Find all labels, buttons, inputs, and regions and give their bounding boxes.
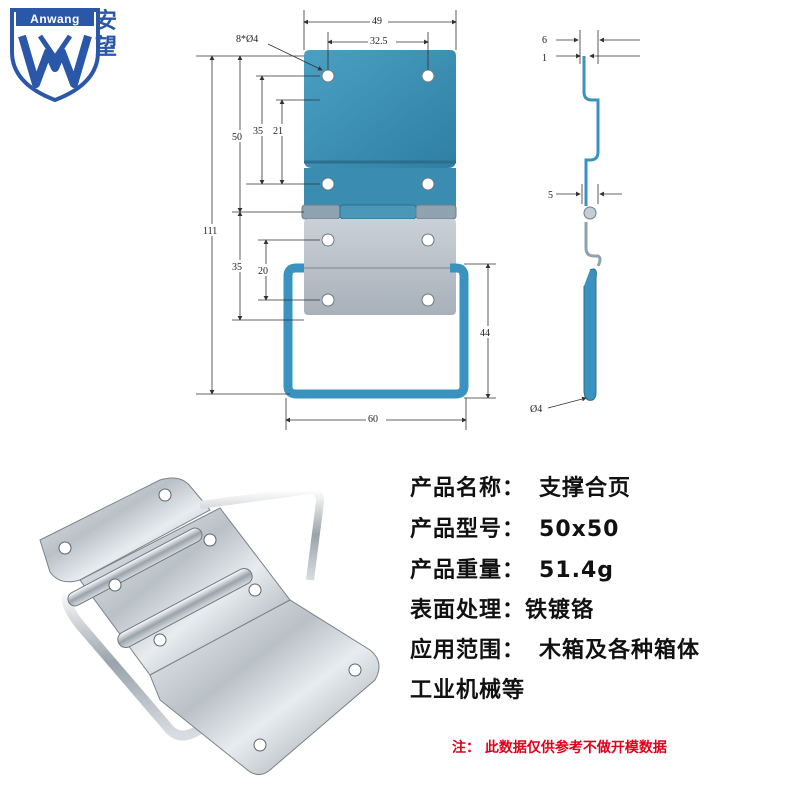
dim-side-1: 1 (542, 53, 547, 64)
spec-row-weight: 产品重量：51.4g (410, 558, 615, 583)
technical-drawing: 49 32.5 8*Ø4 111 50 35 21 35 20 44 60 (196, 10, 640, 430)
dim-lower-hole-spacing: 20 (258, 266, 268, 277)
dim-upper-hole-offset: 35 (253, 126, 263, 137)
lower-plate (304, 219, 456, 315)
brand-name-en: Anwang (16, 12, 94, 26)
spec-value: 50x50 (539, 517, 620, 542)
disclaimer-note: 注： 此数据仅供参考不做开模数据 (452, 740, 667, 756)
shield-icon (10, 8, 100, 102)
spec-value: 51.4g (539, 558, 615, 583)
brand-char-1: 安 (94, 8, 117, 34)
dim-side-6: 6 (542, 35, 547, 46)
dim-side-5: 5 (548, 190, 553, 201)
dim-lower-hole-offset: 35 (232, 262, 242, 273)
spec-value: 工业机械等 (410, 678, 526, 703)
brand-char-2: 望 (94, 34, 117, 60)
spec-value: 木箱及各种箱体 (539, 638, 701, 663)
dim-holes: 8*Ø4 (236, 34, 258, 45)
spec-row-finish: 表面处理：铁镀铬 (410, 598, 595, 623)
spec-value: 支撑合页 (539, 476, 632, 501)
dim-upper-hole-spacing: 21 (273, 126, 283, 137)
dim-total-height: 111 (203, 226, 217, 237)
dim-hole-spacing: 32.5 (370, 36, 388, 47)
spec-value: 铁镀铬 (525, 598, 595, 623)
dim-handle-height: 44 (480, 328, 490, 339)
dim-upper-height: 50 (232, 132, 242, 143)
spec-row-application: 应用范围：木箱及各种箱体 (410, 638, 701, 663)
mounting-holes (321, 69, 435, 307)
dim-top-width: 49 (372, 16, 382, 27)
dim-side-wire: Ø4 (530, 404, 542, 415)
spec-row-name: 产品名称：支撑合页 (410, 476, 632, 501)
spec-row-model: 产品型号：50x50 (410, 517, 620, 542)
brand-name-cn: 安 望 (94, 8, 118, 60)
dim-handle-width: 60 (368, 414, 378, 425)
product-photo (39, 477, 380, 775)
spec-row-application-cont: 工业机械等 (410, 672, 525, 704)
brand-logo: Anwang 安 望 (6, 6, 118, 102)
wire-handle (283, 263, 469, 399)
side-view (582, 56, 602, 401)
hinge-knuckle (301, 204, 457, 220)
